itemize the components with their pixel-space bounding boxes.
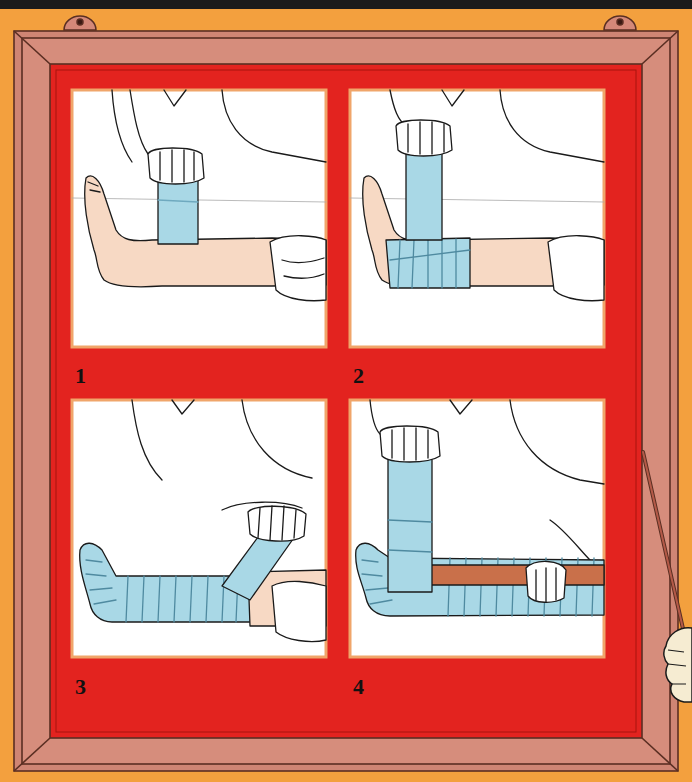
top-band [0,0,692,9]
step-number: 1 [75,364,86,388]
picture-frame [14,31,678,771]
step-1-illustration [72,90,326,301]
step-number: 2 [353,364,364,388]
step-number: 3 [75,675,86,699]
step-number: 4 [353,675,364,699]
step-panels [72,90,604,657]
step-2-illustration [350,90,604,301]
pointer-stick [643,452,692,702]
hanging-nails [64,16,636,30]
step-3-illustration [80,400,326,642]
step-4-illustration [356,400,604,616]
